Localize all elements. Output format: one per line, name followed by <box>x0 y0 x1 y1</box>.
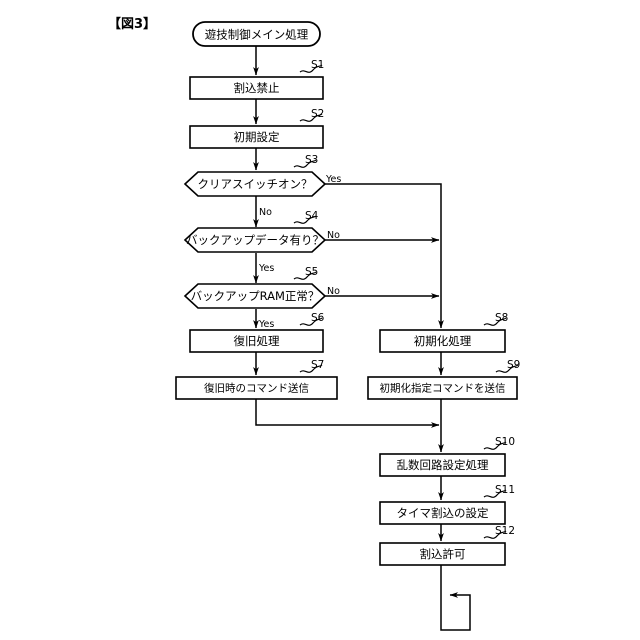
node-s11-label: タイマ割込の設定 <box>397 506 489 520</box>
branch-label-s4-yes: Yes <box>258 263 274 274</box>
node-s4-shape <box>183 227 327 253</box>
step-label-s3: S3 <box>305 154 318 166</box>
leader-s7 <box>299 364 323 373</box>
node-s2-label: 初期設定 <box>234 130 280 144</box>
step-label-s6: S6 <box>311 312 325 324</box>
step-label-s10: S10 <box>495 436 515 448</box>
branch-label-s3-yes: Yes <box>325 174 341 185</box>
connector-s7-to-rail <box>255 399 440 428</box>
node-s3-shape <box>183 171 327 197</box>
leader-s2 <box>299 113 323 122</box>
leader-s8 <box>483 317 507 326</box>
leader-s12 <box>483 530 507 539</box>
step-label-s5: S5 <box>305 266 318 278</box>
step-label-s9: S9 <box>507 359 520 371</box>
node-s8-label: 初期化処理 <box>414 334 472 348</box>
node-s9-shape <box>367 376 518 400</box>
leader-s5 <box>293 271 317 280</box>
leader-s9 <box>495 364 519 373</box>
node-s6-label: 復旧処理 <box>234 334 280 348</box>
leader-s3 <box>293 159 317 168</box>
node-s1-shape <box>189 76 324 100</box>
step-label-s11: S11 <box>495 484 515 496</box>
node-s3-label: クリアスイッチオン？ <box>198 177 313 191</box>
connector-loop-back <box>440 565 471 631</box>
node-s8-shape <box>379 329 506 353</box>
figure-number-label: 【図3】 <box>108 16 156 32</box>
node-s7-shape <box>175 376 338 400</box>
node-s2-shape <box>189 125 324 149</box>
leader-s6 <box>299 317 323 326</box>
node-s1-label: 割込禁止 <box>234 81 280 95</box>
branch-label-s4-no: No <box>327 230 340 241</box>
step-label-s8: S8 <box>495 312 508 324</box>
leader-s1 <box>299 64 323 73</box>
node-s6-shape <box>189 329 324 353</box>
node-s12-label: 割込許可 <box>420 547 466 561</box>
step-label-s1: S1 <box>311 59 324 71</box>
node-s7-label: 復旧時のコマンド送信 <box>204 382 309 395</box>
branch-label-s5-no: No <box>327 286 340 297</box>
branch-label-s5-yes: Yes <box>258 319 274 330</box>
node-s5-label: バックアップRAM正常？ <box>191 289 320 303</box>
leader-s11 <box>483 489 507 498</box>
leader-s10 <box>483 441 507 450</box>
node-s11-shape <box>379 501 506 525</box>
node-start-label: 遊技制御メイン処理 <box>205 28 309 42</box>
connector-s3-yes-to-rail <box>325 183 444 329</box>
node-s4-label: バックアップデータ有り？ <box>186 233 324 247</box>
step-label-s2: S2 <box>311 108 324 120</box>
node-s12-shape <box>379 542 506 566</box>
step-label-s12: S12 <box>495 525 515 537</box>
node-s10-label: 乱数回路設定処理 <box>397 458 489 472</box>
node-s5-shape <box>183 283 327 309</box>
step-label-s7: S7 <box>311 359 324 371</box>
branch-label-s3-no: No <box>259 207 272 218</box>
node-start-shape <box>192 21 321 47</box>
node-s9-label: 初期化指定コマンドを送信 <box>380 382 506 395</box>
leader-s4 <box>293 215 317 224</box>
node-s10-shape <box>379 453 506 477</box>
step-label-s4: S4 <box>305 210 319 222</box>
